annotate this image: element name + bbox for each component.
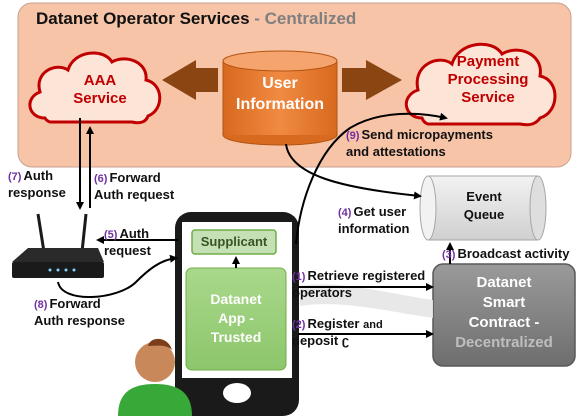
- step-9-label: (9)Send micropayments and attestations: [346, 127, 493, 159]
- arrow-8-forward-auth-response: [57, 254, 178, 299]
- arrow-9-send-micropayments: [295, 112, 448, 245]
- connector-band: [300, 284, 433, 318]
- wifi-router-icon: [12, 213, 104, 278]
- brown-arrow-left: [162, 60, 218, 100]
- event-queue-icon: [419, 175, 547, 241]
- arrow-4-get-user-info: [285, 143, 422, 200]
- payment-cloud-icon: [405, 42, 557, 127]
- step-2-label: (2)Register and deposit ʗ: [292, 316, 383, 348]
- step-5-label: (5)Auth request: [104, 226, 151, 258]
- step-1-label: (1)Retrieve registered operators: [292, 268, 426, 300]
- supplicant-box: [191, 229, 277, 255]
- user-info-database-icon: [222, 50, 338, 146]
- smart-contract-label: Datanet Smart Contract - Decentralized: [455, 274, 553, 351]
- step-8-label: (8)Forward Auth response: [34, 296, 126, 328]
- aaa-cloud-icon: [28, 51, 162, 125]
- step-7-label: (7)Auth response: [8, 168, 66, 200]
- step-4-label: (4)Get user information: [338, 204, 410, 236]
- step-3-label: (3)Broadcast activity: [442, 246, 570, 261]
- user-person-icon: [118, 338, 192, 416]
- supplicant-label: Supplicant: [200, 234, 268, 249]
- operator-services-title: Datanet Operator Services - Centralized: [36, 9, 357, 28]
- brown-arrow-right: [342, 60, 402, 100]
- token-icon: ʗ: [341, 333, 350, 348]
- step-6-label: (6)Forward Auth request: [94, 170, 175, 202]
